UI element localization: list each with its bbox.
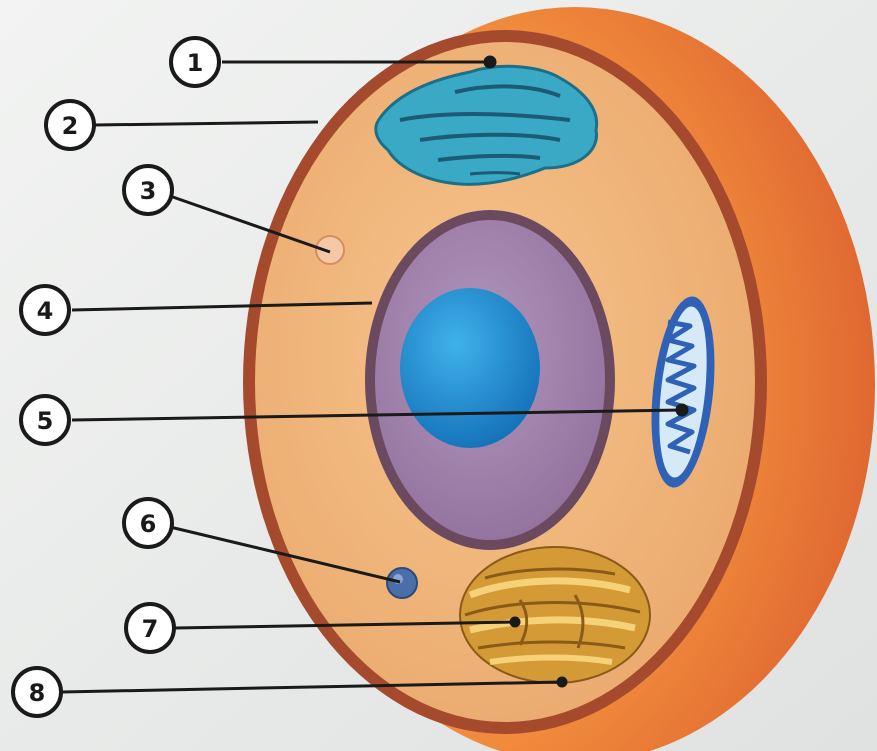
leader-dot-5	[677, 405, 687, 415]
label-6: 6	[124, 499, 172, 547]
label-8-text: 8	[29, 679, 46, 707]
label-8: 8	[13, 668, 61, 716]
golgi-apparatus	[460, 547, 650, 683]
label-3: 3	[124, 166, 172, 214]
leader-dot-1	[485, 57, 495, 67]
label-3-text: 3	[140, 177, 157, 205]
label-6-text: 6	[140, 510, 157, 538]
label-2-text: 2	[62, 112, 79, 140]
leader-dot-7	[511, 618, 519, 626]
label-7-text: 7	[142, 615, 159, 643]
nucleolus	[400, 288, 540, 448]
label-4: 4	[21, 286, 69, 334]
leader-dot-8	[558, 678, 566, 686]
label-5-text: 5	[37, 407, 54, 435]
label-5: 5	[21, 396, 69, 444]
lysosome	[387, 568, 417, 598]
label-4-text: 4	[37, 297, 54, 325]
label-7: 7	[126, 604, 174, 652]
label-1-text: 1	[187, 49, 204, 77]
label-2: 2	[46, 101, 94, 149]
label-1: 1	[171, 38, 219, 86]
nucleus	[365, 210, 615, 550]
